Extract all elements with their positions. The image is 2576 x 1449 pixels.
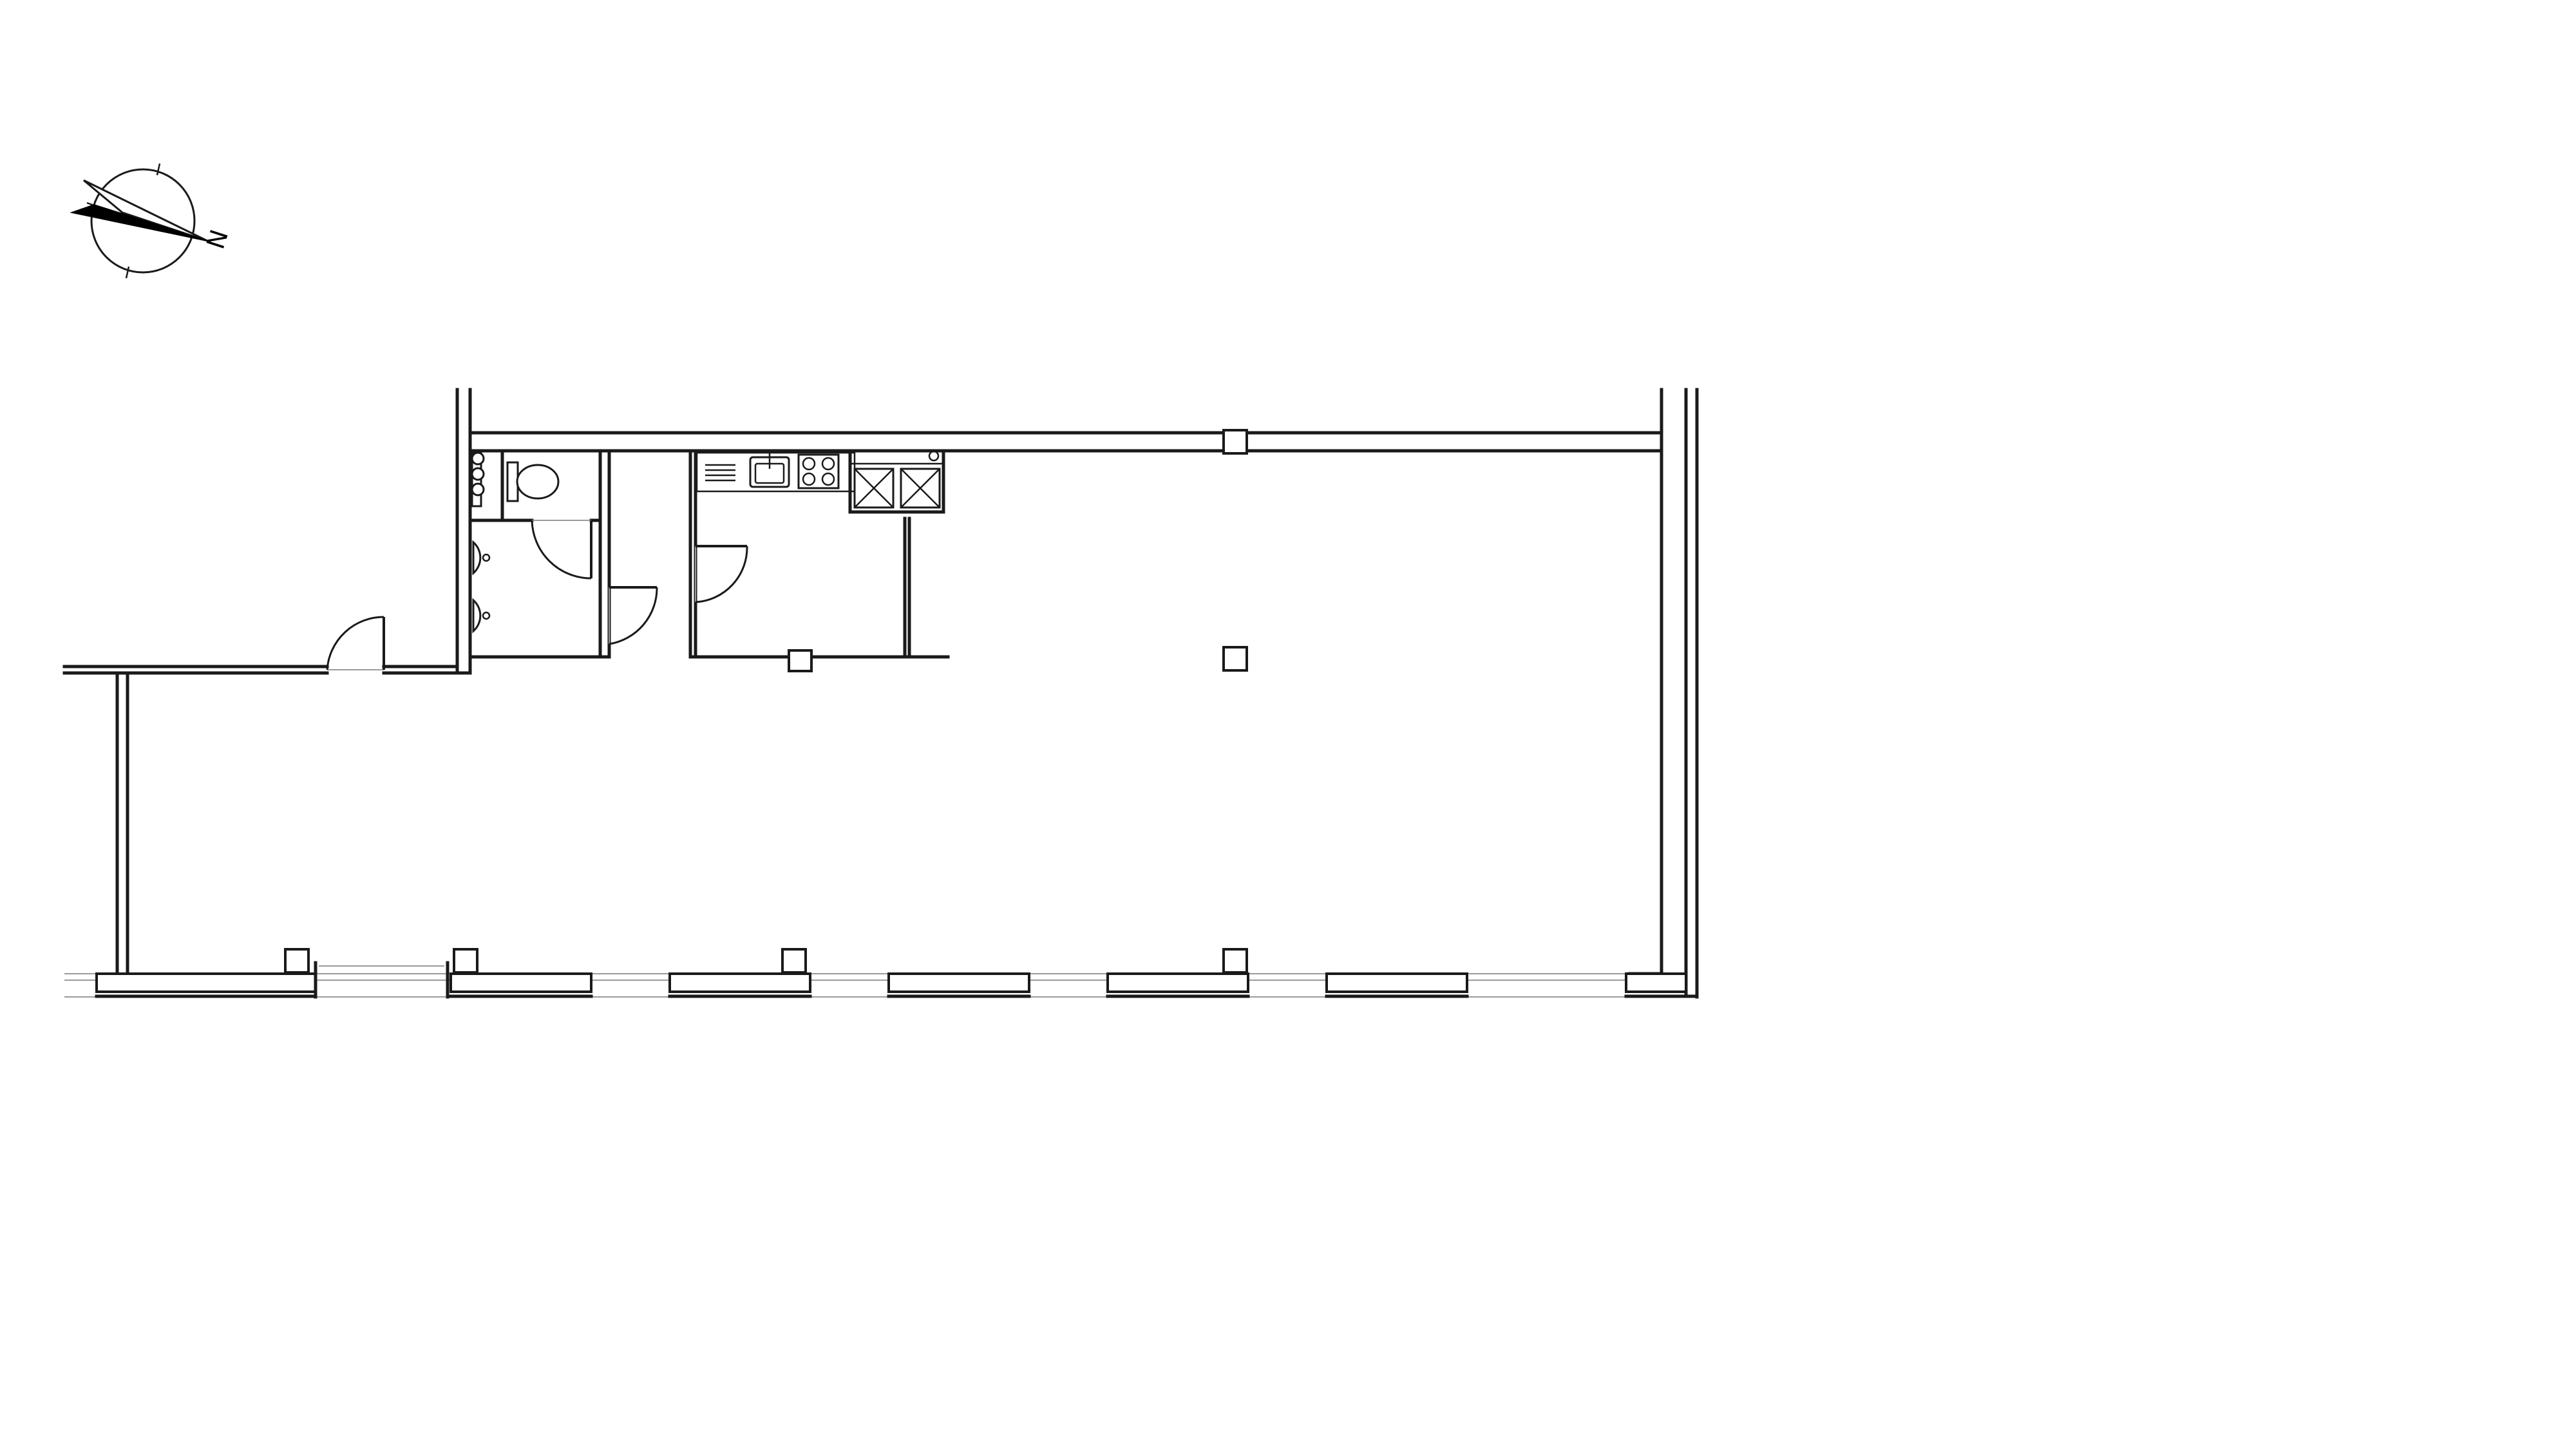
window-sill-7 — [1625, 972, 1687, 993]
columns — [284, 429, 1248, 974]
wc-door-swing — [531, 520, 592, 580]
burner-1 — [802, 457, 816, 471]
south-facade — [64, 961, 1699, 999]
compass-circle — [90, 168, 196, 274]
kitchen-pier — [788, 649, 813, 672]
washbasin-1-drain — [482, 553, 491, 562]
compass-needle-filled — [70, 204, 208, 242]
column-north — [1222, 429, 1248, 455]
oven-2-cross-b — [900, 468, 940, 508]
entry-door — [326, 616, 385, 670]
oven-1-cross-b — [854, 468, 894, 508]
compass-tick-bottom — [125, 266, 130, 279]
column-south-3 — [781, 948, 807, 974]
window-sill-4 — [887, 972, 1030, 993]
column-center — [1222, 646, 1248, 672]
window-sill-5 — [1106, 972, 1249, 993]
entry-door-swing — [326, 616, 384, 670]
window-sill-3 — [668, 972, 811, 993]
bathroom-door-swing — [609, 587, 658, 645]
window-sill-1 — [95, 972, 317, 993]
appliance-knob — [928, 450, 940, 462]
wc-wall-fixture-3 — [471, 482, 485, 497]
window-sill-2 — [450, 972, 592, 993]
wc-wall-fixture-2 — [471, 467, 485, 481]
toilet-bowl — [516, 464, 560, 500]
burner-4 — [821, 472, 835, 486]
exterior-walls — [62, 388, 1699, 999]
burner-3 — [802, 472, 816, 486]
appliance-unit-frame — [848, 449, 945, 514]
washbasin-1 — [472, 540, 482, 576]
kitchen-door-swing — [695, 545, 748, 603]
washbasin-2 — [472, 598, 482, 634]
washbasin-2-drain — [482, 611, 491, 620]
column-south-4 — [1222, 948, 1248, 974]
kitchen-block — [688, 449, 950, 672]
north-label: N — [201, 226, 234, 252]
column-south-1 — [284, 948, 310, 974]
window-sill-6 — [1325, 972, 1468, 993]
column-south-2 — [453, 948, 478, 974]
north-arrow-compass: N — [70, 163, 234, 279]
wc-wall-fixture-1 — [471, 451, 485, 466]
compass-tick-top — [156, 163, 161, 176]
bathroom-block — [468, 449, 658, 659]
burner-2 — [821, 457, 835, 471]
